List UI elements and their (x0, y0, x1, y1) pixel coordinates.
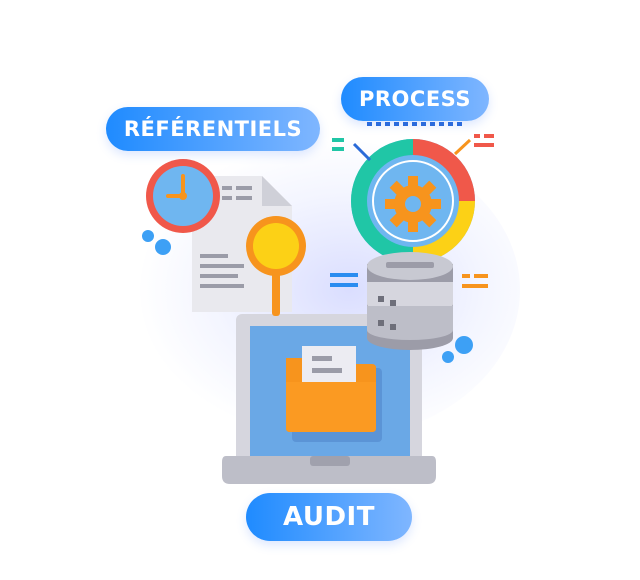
database-icon (367, 252, 453, 350)
process-label: PROCESS (341, 77, 489, 121)
folder-icon (286, 346, 382, 442)
clock-icon (146, 159, 220, 233)
magnifier-icon (246, 216, 306, 316)
audit-label: AUDIT (246, 493, 412, 541)
decorative-dots (142, 230, 473, 363)
referentiels-label: RÉFÉRENTIELS (106, 107, 320, 151)
gear-icon (385, 176, 441, 232)
connector-lines (330, 122, 494, 288)
